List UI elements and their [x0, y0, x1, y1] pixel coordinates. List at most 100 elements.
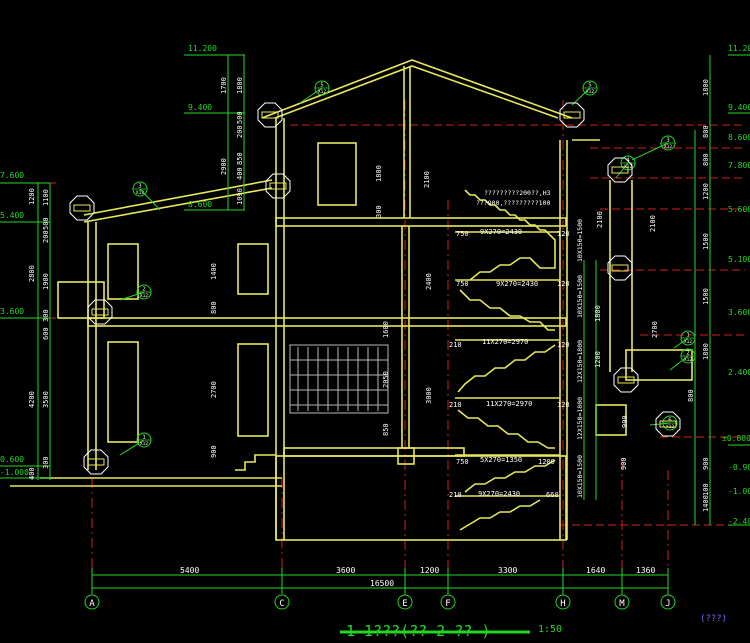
dim-top-200: 200: [236, 125, 244, 138]
column-cap-outline: [613, 367, 639, 393]
axis-bubble-j: J: [660, 594, 676, 610]
column-cap: [607, 157, 633, 183]
axis-label-c: C: [279, 599, 284, 609]
dim-left-1900: 1900: [42, 273, 50, 290]
int-dim-2100b: 2100: [596, 211, 604, 228]
dim-right-1500b: 1500: [702, 288, 710, 305]
column-cap: [655, 411, 681, 437]
axis-label-e: E: [402, 599, 407, 609]
callout-number: 5: [588, 83, 591, 89]
stair-flight-2: [459, 289, 555, 331]
column-cap-outline: [559, 102, 585, 128]
stair-dim-120c: 120: [557, 341, 570, 349]
stair-dim-660f: 660: [546, 491, 559, 499]
int-dim-900b: 900: [621, 415, 629, 428]
stair-dim-120a: 120: [557, 230, 570, 238]
dim-5400: 5400: [180, 566, 199, 575]
axis-bubble-e: E: [397, 594, 413, 610]
callout-sub: X12: [664, 144, 672, 150]
level-top-8600: 8.600: [188, 200, 212, 209]
stair-flight-6: [459, 499, 541, 531]
level-top-9400: 9.400: [188, 103, 212, 112]
riser-label-4: 12X150=1800: [576, 397, 584, 440]
axis-bubble-a: A: [84, 594, 100, 610]
axis-bubble-circle: [660, 594, 676, 610]
column-cap: [607, 255, 633, 281]
dim-left-4200: 4200: [28, 391, 36, 408]
stair-label-1: 9X270=2430: [480, 228, 522, 236]
window-top: [317, 142, 357, 206]
dim-top-2900: 2900: [220, 158, 228, 175]
drawing-title: 1-1???(?? 2-?? ): [346, 622, 491, 640]
dim-top-400: 400: [236, 167, 244, 180]
riser-label-5: 10X150=1500: [576, 455, 584, 498]
callout-sub: X12: [136, 190, 144, 196]
column-cap-outline: [257, 102, 283, 128]
level-left-5400: 5.400: [0, 211, 24, 220]
level-left-3600: 3.600: [0, 307, 24, 316]
building-structure: [10, 59, 693, 541]
level-right-neg2400: -2.400: [728, 517, 750, 526]
stair-label-3: 11X270=2970: [482, 338, 528, 346]
beam-e: [397, 447, 415, 465]
level-right-5600: 5.600: [728, 205, 750, 214]
column-cap: [613, 367, 639, 393]
int-dim-3000: 3000: [425, 387, 433, 404]
axis-bubble-circle: [274, 594, 290, 610]
level-right-2400: 2.400: [728, 368, 750, 377]
column-cap-outline: [607, 157, 633, 183]
axis-label-f: F: [445, 599, 450, 609]
entry-steps: [235, 454, 276, 471]
callout-number: 2: [142, 287, 145, 293]
dim-top-1700: 1700: [220, 77, 228, 94]
callout-sub: X12: [586, 89, 594, 95]
callout-number: 4: [626, 158, 630, 164]
dim-right-800c: 800: [687, 389, 695, 402]
dim-1360: 1360: [636, 566, 655, 575]
level-right-5100: 5.100: [728, 255, 750, 264]
column-cap-band: [563, 111, 581, 119]
stair-dim-750a: 750: [456, 230, 469, 238]
column-cap: [69, 195, 95, 221]
axis-bubble-m: M: [614, 594, 630, 610]
column-cap-band: [611, 264, 629, 272]
level-left-1000: -1.000: [0, 468, 29, 477]
int-dim-1200: 1200: [594, 351, 602, 368]
level-lines: [0, 124, 745, 526]
window-c-upper: [237, 243, 269, 295]
callout-leader: [615, 162, 629, 179]
axis-label-j: J: [665, 599, 670, 609]
callout-sub: X12: [140, 293, 148, 299]
callout-leader: [669, 355, 689, 371]
dim-total: 16500: [370, 579, 394, 588]
callout-sub: X12: [140, 441, 148, 447]
stair-flight-5: [464, 459, 556, 493]
callout-leader: [631, 142, 669, 161]
stair-dim-120d: 120: [557, 401, 570, 409]
int-dim-300a: 300: [375, 205, 383, 218]
column-cap-band: [617, 376, 635, 384]
level-left-7600: 7.600: [0, 171, 24, 180]
level-right-8600: 8.600: [728, 133, 750, 142]
int-dim-900c: 900: [620, 457, 628, 470]
int-dim-1400: 1400: [210, 263, 218, 280]
axis-bubble-circle: [614, 594, 630, 610]
axis-label-h: H: [560, 599, 565, 609]
int-dim-2050: 2050: [382, 371, 390, 388]
dim-left-400: 400: [28, 467, 36, 480]
dim-left-300a: 300: [42, 309, 50, 322]
roof-note-line2: ???900,?????????100: [476, 199, 550, 207]
dim-right-900: 900: [702, 457, 710, 470]
column-cap-band: [269, 182, 287, 190]
dim-3600: 3600: [336, 566, 355, 575]
dim-top-1090: 1090: [236, 188, 244, 205]
